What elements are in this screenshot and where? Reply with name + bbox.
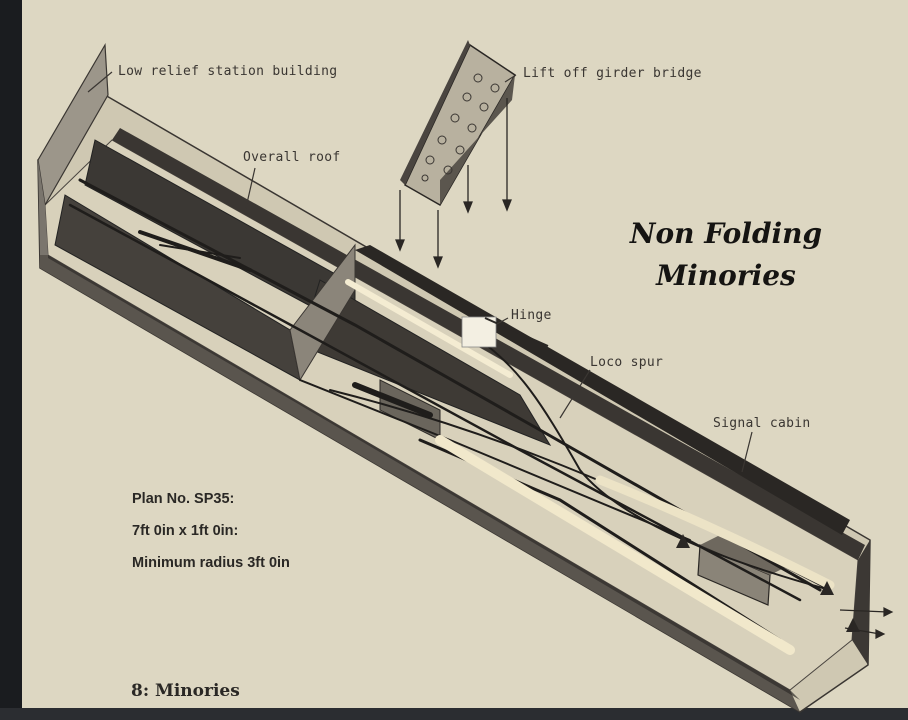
label-girder-bridge: Lift off girder bridge [523, 66, 702, 81]
track-main-2 [68, 203, 802, 602]
label-signal-cabin: Signal cabin [713, 416, 811, 431]
left-dark-margin [0, 0, 22, 720]
highlight-3 [595, 475, 835, 590]
end-board [852, 540, 870, 665]
plan-minimum-radius: Minimum radius 3ft 0in [132, 555, 290, 571]
girder-bridge [400, 40, 517, 207]
highlight-1 [345, 279, 513, 378]
front-fascia [40, 255, 800, 712]
bottom-dark-strip [0, 708, 908, 720]
leader-lines [87, 71, 753, 473]
highlight-2 [435, 435, 795, 655]
label-hinge: Hinge [511, 308, 552, 323]
plan-size: 7ft 0in x 1ft 0in: [132, 523, 239, 539]
label-loco-spur: Loco spur [590, 355, 664, 370]
front-fascia-shade [48, 255, 800, 700]
signal-cabin-roof [700, 536, 788, 575]
loco-spur-track [479, 339, 831, 591]
diagram-title-line-2: Minories [656, 259, 796, 292]
girder-bridge-side-b [440, 75, 515, 205]
hinge-line [484, 317, 549, 347]
label-overall-roof: Overall roof [243, 150, 341, 165]
headshunt [352, 382, 433, 418]
track-3 [299, 379, 691, 541]
diagram-title-line-1: Non Folding [629, 217, 823, 250]
label-station-building: Low relief station building [118, 64, 338, 79]
girder-bridge-side-a [400, 40, 470, 185]
girder-bridge-rivets [421, 73, 500, 182]
figure-caption: 8: Minories [131, 681, 240, 701]
station-building-shape [37, 42, 109, 207]
roof-end-wall [289, 243, 356, 382]
station-building-face [38, 160, 48, 255]
crossover-2 [159, 244, 241, 259]
end-arrows [839, 607, 894, 639]
bridge-arrows [395, 98, 512, 269]
highlights [345, 279, 835, 655]
hinge-block [461, 316, 497, 348]
plan-number: Plan No. SP35: [132, 491, 235, 507]
